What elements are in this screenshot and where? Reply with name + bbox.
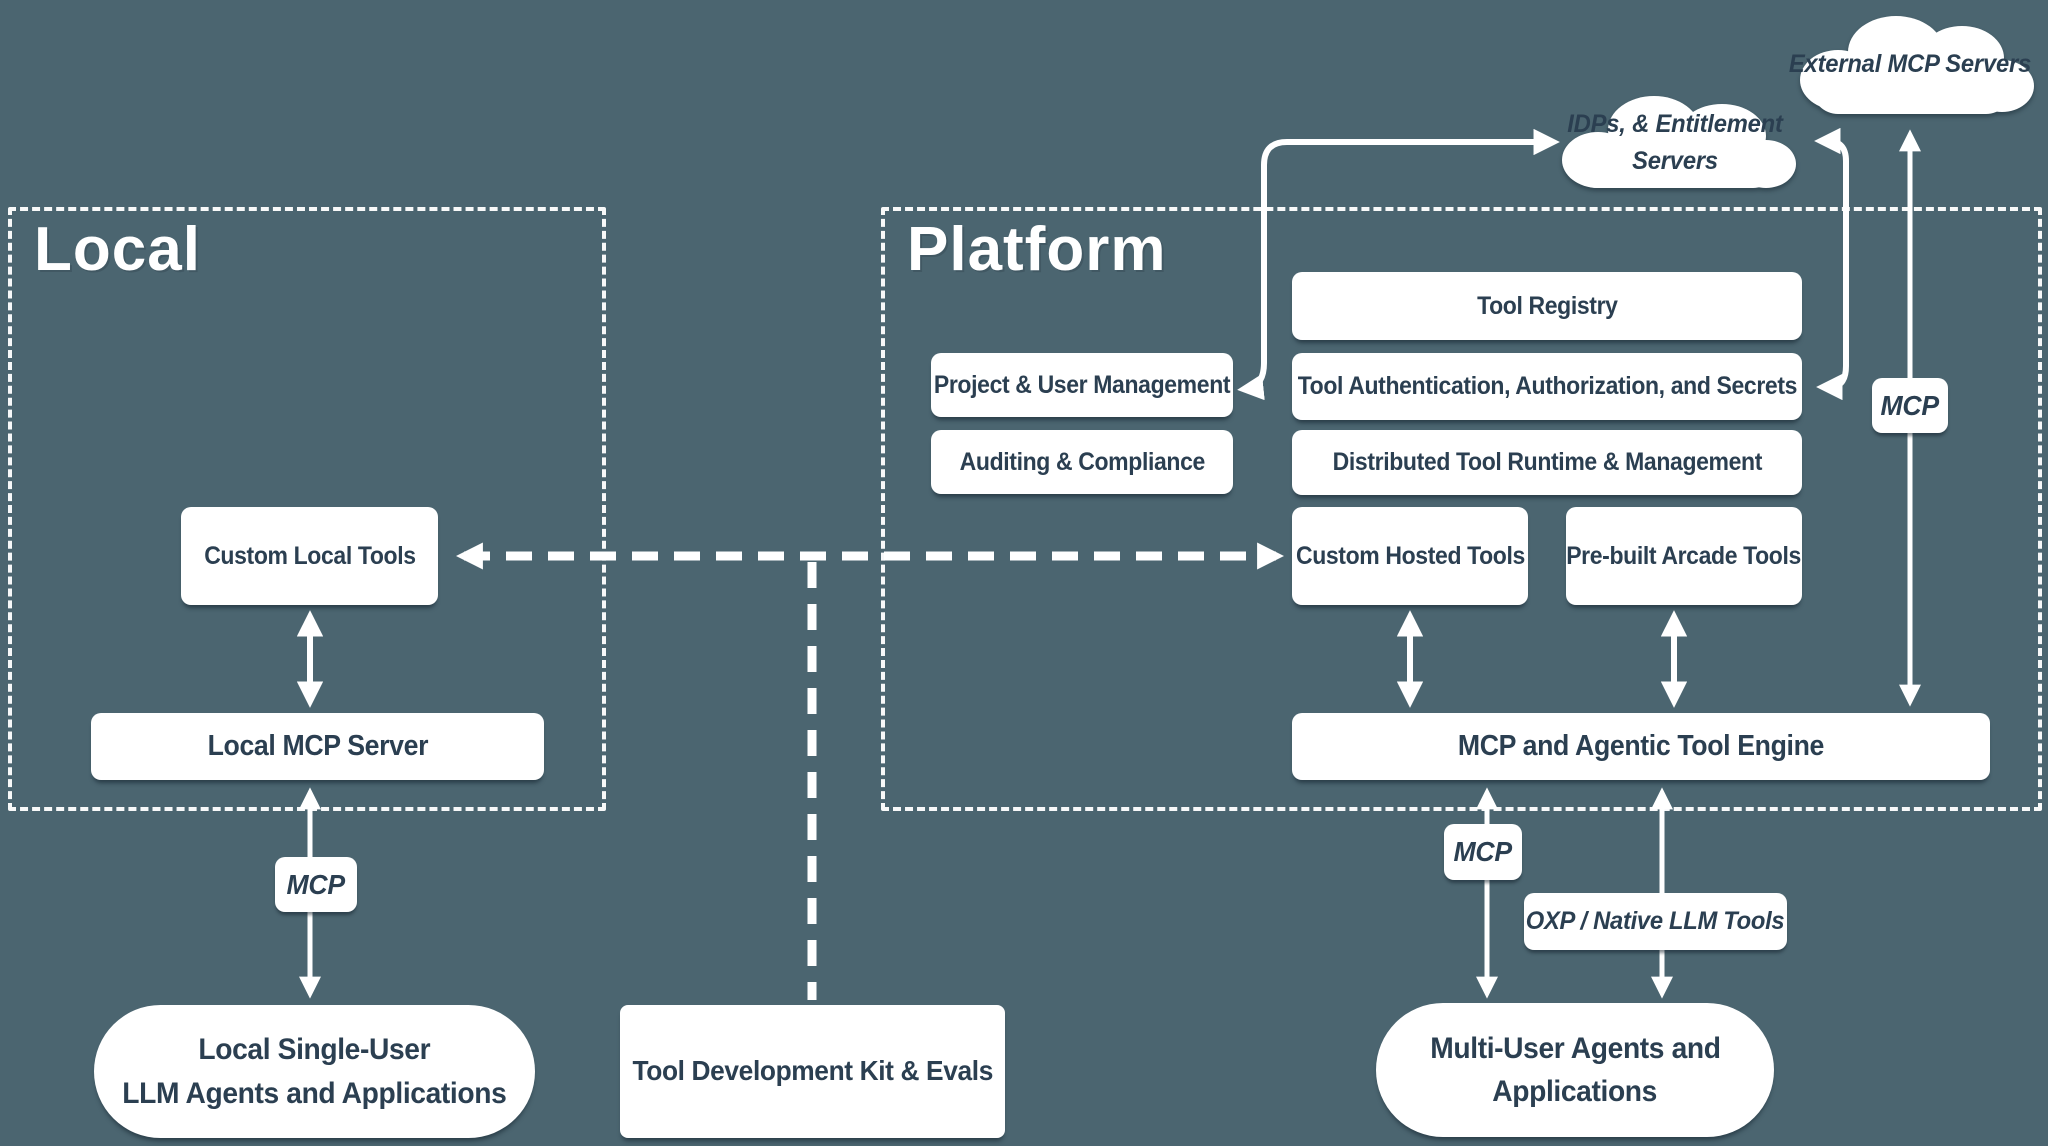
distributed-runtime-label: Distributed Tool Runtime & Management <box>1332 448 1762 477</box>
local-agents-line2: LLM Agents and Applications <box>122 1076 507 1110</box>
local-agents-line1: Local Single-User <box>198 1033 431 1066</box>
tdk-label: Tool Development Kit & Evals <box>632 1055 993 1087</box>
tool-authentication-label: Tool Authentication, Authorization, and … <box>1297 372 1797 401</box>
arrow-idps-toolauth <box>1814 127 1849 401</box>
node-project-user-management: Project & User Management <box>931 353 1233 417</box>
prebuilt-arcade-tools-label: Pre-built Arcade Tools <box>1566 541 1802 570</box>
tool-engine-label: MCP and Agentic Tool Engine <box>1457 729 1825 762</box>
badge-mcp-local: MCP <box>275 857 357 912</box>
terminal-multi-user-agents: Multi-User Agents and Applications <box>1376 1003 1774 1137</box>
node-auditing-compliance: Auditing & Compliance <box>931 430 1233 494</box>
node-local-mcp-server: Local MCP Server <box>91 713 544 780</box>
terminal-tool-development-kit: Tool Development Kit & Evals <box>620 1005 1005 1138</box>
custom-hosted-tools-label: Custom Hosted Tools <box>1295 541 1525 570</box>
node-custom-hosted-tools: Custom Hosted Tools <box>1292 507 1528 605</box>
tool-registry-label: Tool Registry <box>1476 291 1618 320</box>
badge-oxp-label: OXP / Native LLM Tools <box>1526 907 1785 935</box>
cloud-external-mcp-servers: External MCP Servers <box>1780 6 2040 124</box>
node-prebuilt-arcade-tools: Pre-built Arcade Tools <box>1566 507 1802 605</box>
external-mcp-servers-label: External MCP Servers <box>1788 50 2032 79</box>
badge-mcp-platform-top: MCP <box>1872 378 1948 433</box>
cloud-idps-entitlement-servers: IDPs, & Entitlement Servers <box>1542 86 1808 200</box>
node-tool-authentication: Tool Authentication, Authorization, and … <box>1292 353 1802 420</box>
idps-label-line1: IDPs, & Entitlement <box>1567 109 1783 138</box>
custom-local-tools-label: Custom Local Tools <box>203 541 416 570</box>
badge-mcp-platform-bottom: MCP <box>1444 824 1522 880</box>
local-mcp-server-label: Local MCP Server <box>207 729 428 762</box>
node-custom-local-tools: Custom Local Tools <box>181 507 438 605</box>
multi-user-line1: Multi-User Agents and <box>1429 1031 1721 1065</box>
multi-user-line2: Applications <box>1492 1075 1658 1108</box>
platform-title: Platform <box>907 215 1167 284</box>
badge-mcp-platform-top-label: MCP <box>1880 389 1940 421</box>
cloud-shape-icon <box>1562 96 1796 188</box>
node-distributed-runtime: Distributed Tool Runtime & Management <box>1292 430 1802 495</box>
badge-mcp-local-label: MCP <box>286 868 346 900</box>
local-title: Local <box>34 215 201 284</box>
idps-label-line2: Servers <box>1632 147 1718 175</box>
node-tool-registry: Tool Registry <box>1292 272 1802 340</box>
cloud-shape-icon <box>1800 16 2034 114</box>
badge-mcp-platform-bottom-label: MCP <box>1453 836 1513 867</box>
terminal-local-agents: Local Single-User LLM Agents and Applica… <box>94 1005 535 1138</box>
arrow-idps-projectusermgmt <box>1237 128 1560 401</box>
auditing-compliance-label: Auditing & Compliance <box>959 447 1205 476</box>
badge-oxp-native-llm-tools: OXP / Native LLM Tools <box>1524 893 1787 950</box>
node-mcp-agentic-tool-engine: MCP and Agentic Tool Engine <box>1292 713 1990 780</box>
project-user-management-label: Project & User Management <box>933 370 1231 399</box>
